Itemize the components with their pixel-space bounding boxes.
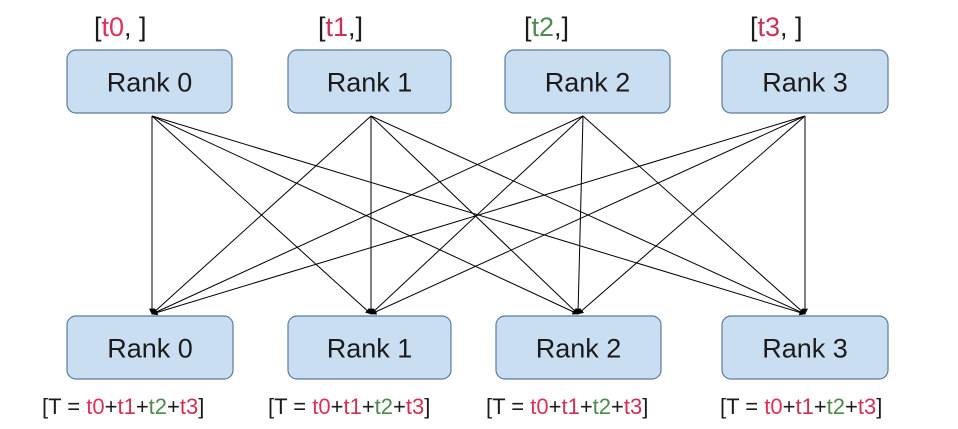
bottom-row: Rank 0 Rank 1 Rank 2 Rank 3 [66,315,889,380]
top-rank-1-box: Rank 1 [287,49,452,114]
input-tag-rank-1: [t1,] [318,12,363,42]
edge-rank2-to-rank3 [582,115,806,315]
bottom-rank-3-label: Rank 3 [762,334,848,364]
top-rank-2-label: Rank 2 [545,68,631,98]
bottom-rank-1-label: Rank 1 [327,334,413,364]
top-rank-3-label: Rank 3 [762,68,848,98]
edge-rank2-to-rank2 [575,115,584,315]
top-rank-0-rect [66,49,233,114]
bottom-rank-0-rect [66,315,234,380]
edge-rank1-to-rank0 [151,115,372,315]
edge-rank2-to-rank0 [151,115,584,315]
top-rank-3-box: Rank 3 [721,49,889,114]
bottom-rank-2-box: Rank 2 [495,315,662,380]
top-rank-0-label: Rank 0 [107,68,193,98]
bottom-rank-2-rect [495,315,662,380]
result-labels: [T = t0+t1+t2+t3] [T = t0+t1+t2+t3] [T = t… [42,394,882,419]
bottom-rank-3-box: Rank 3 [721,315,889,380]
top-rank-2-box: Rank 2 [504,49,671,114]
top-rank-0-box: Rank 0 [66,49,233,114]
input-tag-rank-3: [t3, ] [750,12,803,42]
input-tags: [t0, ] [t1,] [t2,] [t3, ] [94,12,803,42]
input-tag-rank-2: [t2,] [524,12,569,42]
bottom-rank-2-label: Rank 2 [536,334,622,364]
edge-rank0-to-rank2 [151,115,579,315]
result-label-rank-1: [T = t0+t1+t2+t3] [268,394,430,419]
result-label-rank-2: [T = t0+t1+t2+t3] [486,394,648,419]
top-row: Rank 0 Rank 1 Rank 2 Rank 3 [66,49,889,114]
bottom-rank-0-label: Rank 0 [107,334,193,364]
edges [149,115,808,316]
top-rank-1-rect [287,49,452,114]
result-label-rank-0: [T = t0+t1+t2+t3] [42,394,204,419]
bottom-rank-3-rect [721,315,889,380]
edge-rank3-to-rank1 [370,115,806,315]
result-label-rank-3: [T = t0+t1+t2+t3] [720,394,882,419]
edge-rank3-to-rank0 [151,115,806,316]
input-tag-rank-0: [t0, ] [94,12,147,42]
top-rank-2-rect [504,49,671,114]
bottom-rank-1-box: Rank 1 [287,315,452,380]
top-rank-1-label: Rank 1 [327,68,413,98]
edge-rank3-to-rank2 [577,115,806,315]
bottom-rank-0-box: Rank 0 [66,315,234,380]
bottom-rank-1-rect [287,315,452,380]
top-rank-3-rect [721,49,889,114]
edge-rank1-to-rank2 [370,115,579,315]
